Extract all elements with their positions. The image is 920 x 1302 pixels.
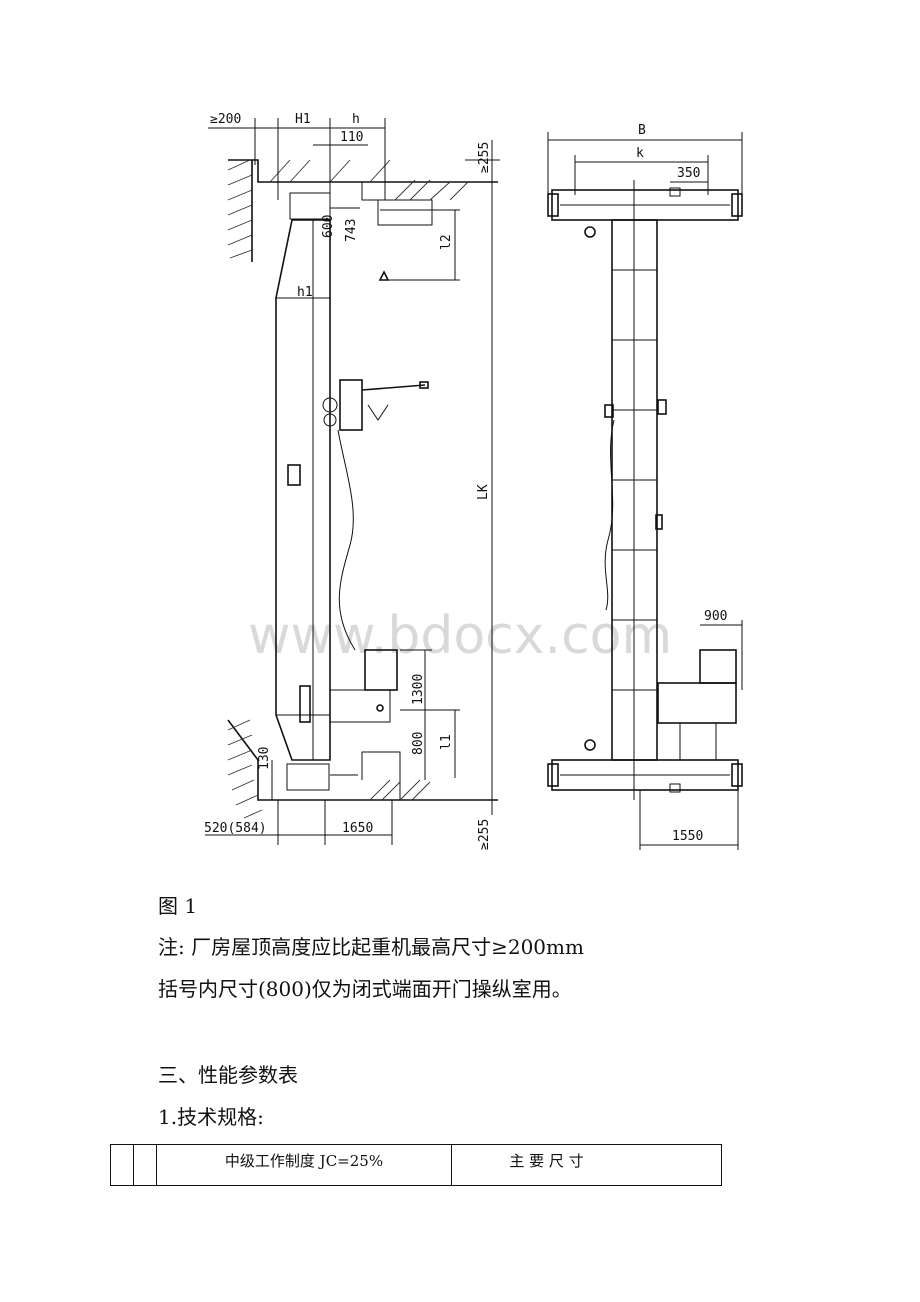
dim-110: 110 [340,130,363,145]
spec-table: 中级工作制度 JC=25% 主 要 尺 寸 [110,1144,722,1186]
table-cell-2 [133,1144,157,1186]
left-dimension-lines [205,118,500,845]
dim-B: B [638,123,646,138]
note-line-2: 括号内尺寸(800)仅为闭式端面开门操纵室用。 [158,977,572,1001]
crane-engineering-drawing: www.bdocx.com [204,112,743,850]
section-title: 三、性能参数表 [158,1063,298,1087]
dim-200-top: ≥200 [210,112,241,127]
left-dimension-labels: ≥200 H1 h 110 ≥255 600 743 l2 h1 LK 1300… [204,112,492,850]
bottom-wall-hatch [227,719,498,819]
dim-h: h [352,112,360,127]
dim-600: 600 [321,215,336,238]
dim-800: 800 [411,732,426,755]
girder-body [275,192,429,791]
dim-l2: l2 [439,234,454,250]
dim-1300: 1300 [411,674,426,705]
dim-255-bottom: ≥255 [477,819,492,850]
dim-k: k [636,146,644,161]
top-wall-hatch [227,159,498,262]
table-cell-main-dimensions: 主 要 尺 寸 [451,1144,722,1186]
note-line-1: 注: 厂房屋顶高度应比起重机最高尺寸≥200mm [158,935,584,959]
dim-255-top: ≥255 [477,142,492,173]
dim-350: 350 [677,166,700,181]
dim-743: 743 [344,219,359,242]
table-row: 中级工作制度 JC=25% 主 要 尺 寸 [110,1144,722,1186]
figure-label: 图 1 [158,894,198,918]
right-plan-view: B k 350 900 1550 [547,123,743,850]
left-elevation-view: ≥200 H1 h 110 ≥255 600 743 l2 h1 LK 1300… [204,112,500,850]
dim-LK: LK [476,484,491,500]
dim-130: 130 [257,747,272,770]
dim-900: 900 [704,609,727,624]
dim-h1: h1 [297,285,313,300]
sub-title: 1.技术规格: [158,1105,264,1129]
dim-520-584: 520(584) [204,821,267,836]
table-cell-1 [110,1144,134,1186]
table-cell-work-duty: 中级工作制度 JC=25% [156,1144,452,1186]
dim-1550: 1550 [672,829,703,844]
watermark: www.bdocx.com [248,606,672,666]
dim-H1: H1 [295,112,311,127]
dim-l1: l1 [439,734,454,750]
dim-1650: 1650 [342,821,373,836]
